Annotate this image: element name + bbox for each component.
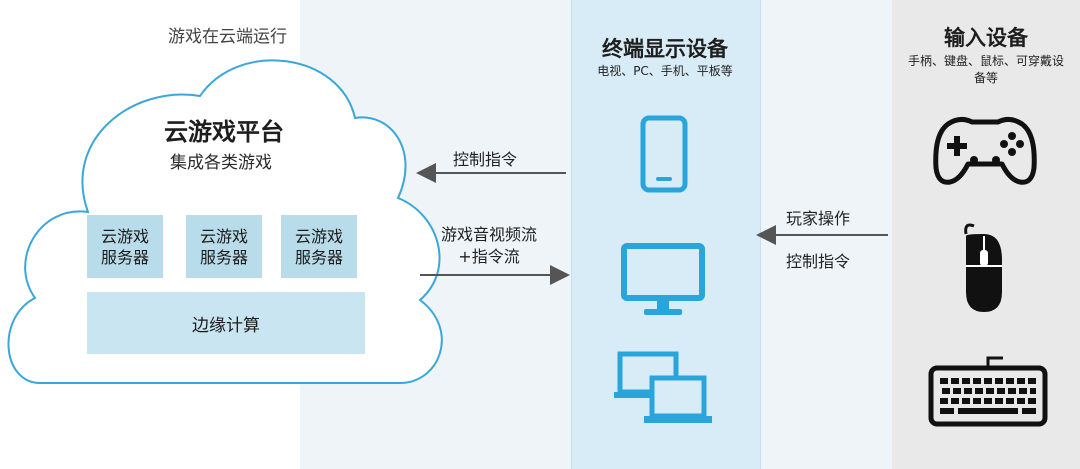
platform-title: 云游戏平台 <box>164 118 284 146</box>
edge-computing-label: 边缘计算 <box>192 315 260 336</box>
av-stream-label: 游戏音视频流 +指令流 <box>432 224 546 268</box>
gamepad-icon <box>933 116 1037 185</box>
control-command-label: 控制指令 <box>453 150 518 169</box>
server-label-line1: 云游戏 <box>199 226 248 246</box>
av-stream-line2: +指令流 <box>458 247 520 266</box>
av-stream-line1: 游戏音视频流 <box>440 225 537 244</box>
mouse-icon <box>964 223 1002 312</box>
terminal-title: 终端显示设备 <box>602 37 728 61</box>
server-label-line2: 服务器 <box>199 247 248 267</box>
phone-icon <box>640 115 688 193</box>
server-label-line1: 云游戏 <box>100 226 149 246</box>
server-label-line2: 服务器 <box>100 247 149 267</box>
monitor-icon <box>621 243 705 315</box>
input-title: 输入设备 <box>944 26 1028 50</box>
input-subtitle: 手柄、键盘、鼠标、可穿戴设备等 <box>907 54 1064 85</box>
cloud-caption: 游戏在云端运行 <box>168 27 287 47</box>
platform-subtitle: 集成各类游戏 <box>170 153 272 173</box>
player-control-label: 控制指令 <box>786 252 851 271</box>
terminal-subtitle: 电视、PC、手机、平板等 <box>597 64 733 78</box>
server-label-line1: 云游戏 <box>294 226 343 246</box>
laptop-icon <box>614 351 712 423</box>
player-operation-label: 玩家操作 <box>786 209 851 228</box>
cloud-game-server-3: 云游戏 服务器 <box>281 215 357 278</box>
edge-computing-box: 边缘计算 <box>87 292 365 354</box>
cloud-game-server-2: 云游戏 服务器 <box>186 215 262 278</box>
cloud-game-server-1: 云游戏 服务器 <box>87 215 163 278</box>
server-label-line2: 服务器 <box>294 247 343 267</box>
keyboard-icon <box>928 356 1048 427</box>
